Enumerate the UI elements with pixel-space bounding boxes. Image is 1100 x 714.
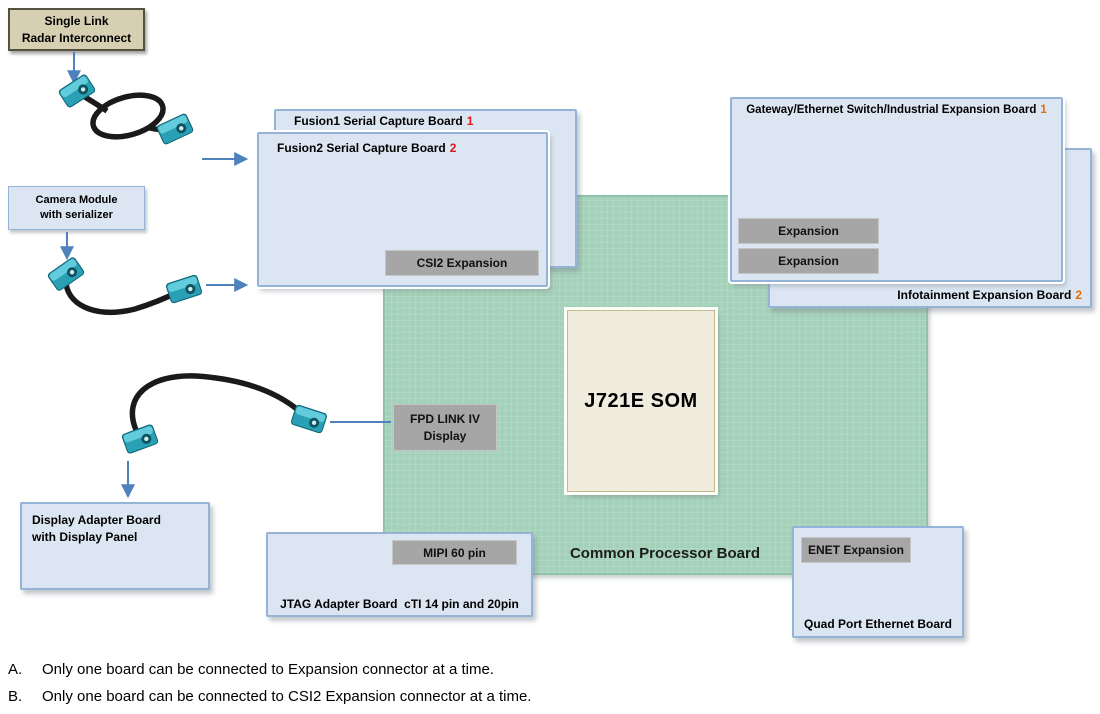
display-adapter-label-line2: with Display Panel	[32, 529, 138, 544]
camera-label-line2: with serializer	[40, 209, 113, 221]
display-adapter-label-line1: Display Adapter Board	[32, 513, 161, 527]
infotainment-number: 2	[1075, 288, 1082, 303]
fakra-connector-icon	[46, 256, 86, 292]
fpd-label-line1: FPD LINK IV	[409, 411, 480, 426]
fusion1-label-text: Fusion1 Serial Capture Board	[294, 114, 463, 128]
fakra-connector-icon	[290, 404, 328, 434]
camera-cable-curve	[63, 283, 182, 315]
fakra-connector-icon	[165, 274, 203, 304]
display-adapter-board: Display Adapter Board with Display Panel	[20, 502, 210, 590]
footnote-b-letter: B.	[8, 688, 23, 705]
j721e-som-module: J721E SOM	[567, 310, 715, 492]
footnote-a-text: Only one board can be connected to Expan…	[42, 661, 494, 678]
gateway-number: 1	[1040, 104, 1047, 116]
footnote-b: B. Only one board can be connected to CSI…	[8, 688, 531, 705]
display-coax-cable	[121, 373, 328, 455]
expansion-connector-1: Expansion	[738, 218, 879, 244]
radar-cable-segment	[149, 125, 173, 133]
expansion-connector-2: Expansion	[738, 248, 879, 274]
fpd-label-line2: Display	[423, 428, 467, 443]
radar-label-line1: Single Link	[44, 14, 109, 29]
camera-coax-cable	[46, 256, 203, 315]
enet-expansion-connector: ENET Expansion	[801, 537, 911, 563]
fusion2-label-text: Fusion2 Serial Capture Board	[277, 141, 446, 155]
display-cable-curve	[129, 373, 300, 432]
footnote-a-letter: A.	[8, 661, 23, 678]
radar-cable-segment	[78, 91, 109, 114]
quad-port-board-label: Quad Port Ethernet Board	[803, 617, 952, 632]
fakra-connector-icon	[121, 423, 159, 455]
j721e-som-label: J721E SOM	[584, 389, 698, 412]
fakra-connector-icon	[57, 73, 97, 109]
gateway-board-label: Gateway/Ethernet Switch/Industrial Expan…	[732, 104, 1061, 117]
camera-label-line1: Camera Module	[35, 194, 118, 207]
fusion2-number: 2	[449, 141, 457, 155]
radar-interconnect-box: Single Link Radar Interconnect	[8, 8, 145, 51]
jtag-board-label: JTAG Adapter Board cTI 14 pin and 20pin	[280, 597, 519, 612]
mipi-60pin-connector: MIPI 60 pin	[392, 540, 517, 565]
infotainment-label-text: Infotainment Expansion Board	[897, 288, 1072, 303]
radar-coax-cable	[57, 73, 195, 146]
footnote-b-text: Only one board can be connected to CSI2 …	[42, 688, 532, 705]
display-adapter-label: Display Adapter Board with Display Panel	[32, 512, 161, 546]
camera-module-box: Camera Module with serializer	[8, 186, 145, 230]
fakra-connector-icon	[155, 112, 195, 146]
footnote-a: A. Only one board can be connected to Exp…	[8, 661, 494, 678]
radar-label-line2: Radar Interconnect	[21, 30, 132, 45]
fpd-link-iv-display-connector: FPD LINK IV Display	[393, 404, 497, 451]
csi2-expansion-connector: CSI2 Expansion	[385, 250, 539, 276]
radar-cable-loop	[90, 92, 166, 140]
fusion1-number: 1	[466, 114, 474, 128]
gateway-label-text: Gateway/Ethernet Switch/Industrial Expan…	[746, 104, 1037, 116]
common-processor-board-label: Common Processor Board	[569, 545, 761, 562]
